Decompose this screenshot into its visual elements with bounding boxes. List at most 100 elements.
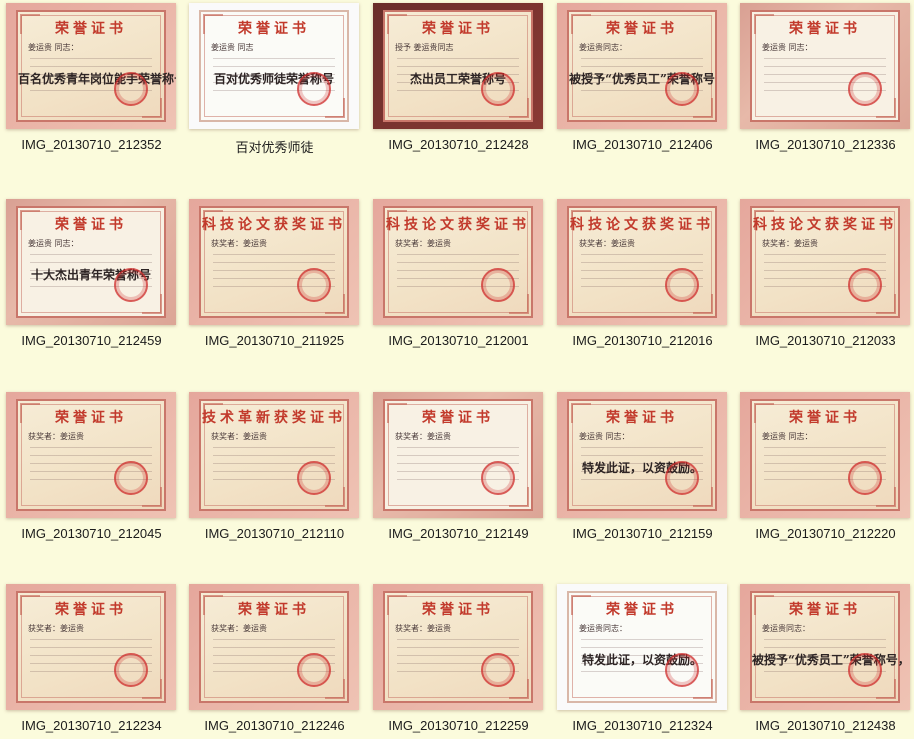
thumbnail-image[interactable]: 荣誉证书姜运贵同志：特发此证，以资鼓励。 — [557, 584, 727, 710]
corner-ornament — [203, 210, 223, 230]
thumbnail-image[interactable]: 技术革新获奖证书获奖者：姜运贵 — [189, 392, 359, 518]
thumbnail-image[interactable]: 荣誉证书获奖者：姜运贵 — [6, 584, 176, 710]
red-seal-icon — [297, 461, 331, 495]
red-seal-icon — [297, 72, 331, 106]
thumbnail-tile[interactable]: 荣誉证书获奖者：姜运贵 IMG_20130710_212246 — [183, 581, 366, 739]
red-seal-icon — [114, 461, 148, 495]
thumbnail-tile[interactable]: 荣誉证书姜运贵同志：被授予“优秀员工”荣誉称号 IMG_20130710_2124… — [551, 0, 734, 190]
certificate-inner-frame — [388, 15, 528, 117]
certificate-title: 荣誉证书 — [789, 21, 861, 37]
certificate-photo: 技术革新获奖证书获奖者：姜运贵 — [189, 392, 359, 518]
red-seal-icon — [297, 653, 331, 687]
corner-ornament — [387, 14, 407, 34]
thumbnail-image[interactable]: 荣誉证书姜运贵 同志百对优秀师徒荣誉称号 — [189, 3, 359, 129]
thumbnail-image[interactable]: 科技论文获奖证书获奖者：姜运贵 — [189, 199, 359, 325]
thumbnail-image[interactable]: 荣誉证书姜运贵 同志： — [740, 3, 910, 129]
thumbnail-filename: IMG_20130710_212406 — [572, 137, 713, 152]
certificate-inner-frame — [388, 404, 528, 506]
thumbnail-tile[interactable]: 科技论文获奖证书获奖者：姜运贵 IMG_20130710_212016 — [551, 196, 734, 386]
thumbnail-tile[interactable]: 荣誉证书姜运贵 同志百对优秀师徒荣誉称号百对优秀师徒 — [183, 0, 366, 190]
certificate-photo: 科技论文获奖证书获奖者：姜运贵 — [373, 199, 543, 325]
thumbnail-filename: IMG_20130710_212438 — [755, 718, 896, 733]
certificate-inner-frame — [204, 15, 344, 117]
certificate-title: 科技论文获奖证书 — [753, 217, 897, 233]
thumbnail-image[interactable]: 科技论文获奖证书获奖者：姜运贵 — [740, 199, 910, 325]
thumbnail-filename: IMG_20130710_212159 — [572, 526, 713, 541]
certificate-photo: 荣誉证书获奖者：姜运贵 — [189, 584, 359, 710]
certificate-photo: 荣誉证书姜运贵 同志：十大杰出青年荣誉称号 — [6, 199, 176, 325]
thumbnail-image[interactable]: 荣誉证书获奖者：姜运贵 — [189, 584, 359, 710]
certificate-frame: 荣誉证书姜运贵 同志百对优秀师徒荣誉称号 — [199, 10, 349, 122]
thumbnail-filename: IMG_20130710_212016 — [572, 333, 713, 348]
corner-ornament — [754, 14, 774, 34]
thumbnail-tile[interactable]: 荣誉证书姜运贵 同志：IMG_20130710_212336 — [734, 0, 914, 190]
thumbnail-image[interactable]: 科技论文获奖证书获奖者：姜运贵 — [373, 199, 543, 325]
certificate-photo: 荣誉证书姜运贵 同志：百名优秀青年岗位能手荣誉称号 — [6, 3, 176, 129]
certificate-inner-frame — [21, 211, 161, 313]
corner-ornament — [754, 403, 774, 423]
certificate-title: 荣誉证书 — [606, 410, 678, 426]
certificate-inner-frame — [755, 596, 895, 698]
thumbnail-image[interactable]: 科技论文获奖证书获奖者：姜运贵 — [557, 199, 727, 325]
certificate-inner-frame — [204, 404, 344, 506]
red-seal-icon — [481, 653, 515, 687]
certificate-title: 荣誉证书 — [55, 217, 127, 233]
thumbnail-tile[interactable]: 荣誉证书姜运贵同志：特发此证，以资鼓励。IMG_20130710_212324 — [551, 581, 734, 739]
thumbnail-image[interactable]: 荣誉证书姜运贵 同志：十大杰出青年荣誉称号 — [6, 199, 176, 325]
thumbnail-image[interactable]: 荣誉证书姜运贵 同志：特发此证，以资鼓励。 — [557, 392, 727, 518]
thumbnail-image[interactable]: 荣誉证书姜运贵 同志：百名优秀青年岗位能手荣誉称号 — [6, 3, 176, 129]
thumbnail-tile[interactable]: 荣誉证书姜运贵 同志：特发此证，以资鼓励。 IMG_20130710_212159 — [551, 389, 734, 579]
certificate-photo: 荣誉证书姜运贵同志：特发此证，以资鼓励。 — [557, 584, 727, 710]
thumbnail-filename: IMG_20130710_212220 — [755, 526, 896, 541]
thumbnail-tile[interactable]: 荣誉证书姜运贵 同志： IMG_20130710_212220 — [734, 389, 914, 579]
thumbnail-tile[interactable]: 荣誉证书姜运贵同志：被授予“优秀员工”荣誉称号， IMG_20130710_212… — [734, 581, 914, 739]
thumbnail-image[interactable]: 荣誉证书获奖者：姜运贵 — [6, 392, 176, 518]
thumbnail-image[interactable]: 荣誉证书姜运贵同志：被授予“优秀员工”荣誉称号， — [740, 584, 910, 710]
corner-ornament — [325, 98, 345, 118]
thumbnail-image[interactable]: 荣誉证书姜运贵 同志： — [740, 392, 910, 518]
corner-ornament — [693, 98, 713, 118]
certificate-recipient: 获奖者：姜运贵 — [395, 432, 451, 441]
thumbnail-image[interactable]: 荣誉证书获奖者：姜运贵 — [373, 392, 543, 518]
certificate-frame: 荣誉证书姜运贵 同志：特发此证，以资鼓励。 — [567, 399, 717, 511]
certificate-title: 科技论文获奖证书 — [202, 217, 346, 233]
certificate-recipient: 获奖者：姜运贵 — [211, 239, 267, 248]
certificate-frame: 荣誉证书获奖者：姜运贵 — [16, 591, 166, 703]
thumbnail-filename: IMG_20130710_212110 — [204, 526, 345, 541]
certificate-title: 荣誉证书 — [606, 21, 678, 37]
thumbnail-filename: IMG_20130710_212246 — [204, 718, 345, 733]
thumbnail-image[interactable]: 荣誉证书姜运贵同志：被授予“优秀员工”荣誉称号 — [557, 3, 727, 129]
corner-ornament — [142, 294, 162, 314]
certificate-photo: 荣誉证书获奖者：姜运贵 — [373, 392, 543, 518]
thumbnail-image[interactable]: 荣誉证书获奖者：姜运贵 — [373, 584, 543, 710]
corner-ornament — [203, 14, 223, 34]
certificate-recipient: 获奖者：姜运贵 — [579, 239, 635, 248]
certificate-frame: 荣誉证书授予 姜运贵同志杰出员工荣誉称号 — [383, 10, 533, 122]
certificate-photo: 荣誉证书姜运贵同志：被授予“优秀员工”荣誉称号， — [740, 584, 910, 710]
corner-ornament — [509, 679, 529, 699]
certificate-frame: 荣誉证书姜运贵同志：被授予“优秀员工”荣誉称号， — [750, 591, 910, 703]
certificate-photo: 荣誉证书获奖者：姜运贵 — [6, 392, 176, 518]
thumbnail-image[interactable]: 荣誉证书授予 姜运贵同志杰出员工荣誉称号 — [373, 3, 543, 129]
corner-ornament — [387, 595, 407, 615]
thumbnail-tile[interactable]: 技术革新获奖证书获奖者：姜运贵 IMG_20130710_212110 — [183, 389, 366, 579]
certificate-title: 技术革新获奖证书 — [202, 410, 346, 426]
corner-ornament — [509, 487, 529, 507]
certificate-photo: 荣誉证书姜运贵 同志：特发此证，以资鼓励。 — [557, 392, 727, 518]
certificate-photo: 科技论文获奖证书获奖者：姜运贵 — [740, 199, 910, 325]
corner-ornament — [20, 14, 40, 34]
certificate-inner-frame — [755, 404, 895, 506]
certificate-recipient: 姜运贵 同志 — [211, 43, 254, 52]
certificate-recipient: 姜运贵 同志： — [28, 239, 79, 248]
